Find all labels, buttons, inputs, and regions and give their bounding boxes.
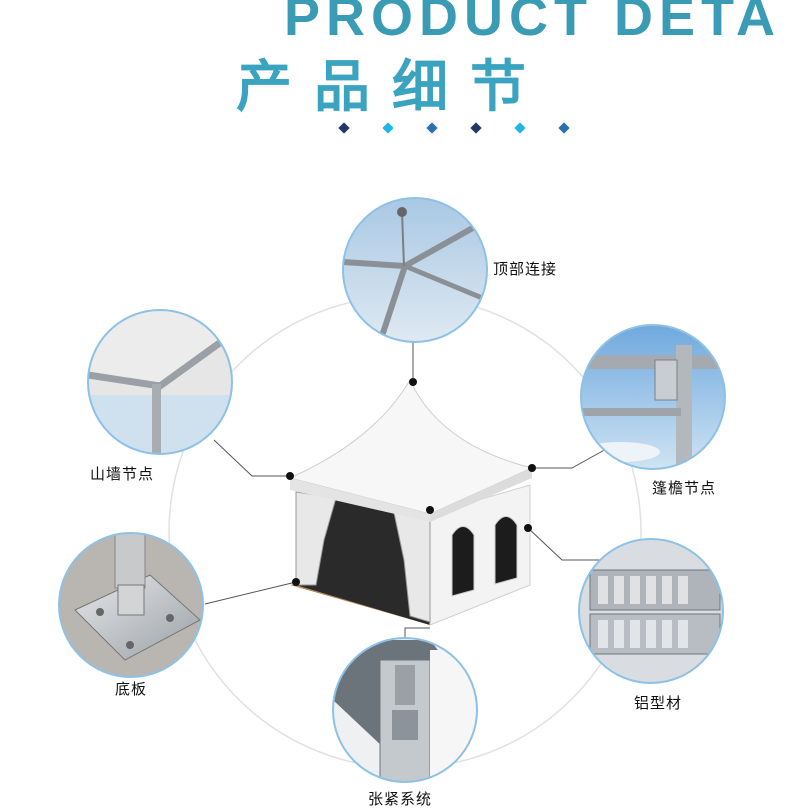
detail-circle-aluminum bbox=[578, 538, 724, 684]
detail-circle-eave bbox=[580, 324, 726, 470]
connector-dots bbox=[286, 378, 536, 586]
connector-lines bbox=[204, 342, 609, 638]
detail-circle-gable bbox=[87, 309, 233, 455]
label-tension-system: 张紧系统 bbox=[368, 790, 433, 808]
label-base-plate: 底板 bbox=[115, 680, 148, 698]
detail-circle-tension bbox=[332, 637, 478, 783]
label-gable-node: 山墙节点 bbox=[90, 465, 155, 483]
detail-circle-base bbox=[58, 532, 204, 678]
detail-circle-top bbox=[342, 197, 488, 343]
title-chinese: 产品细节 bbox=[236, 55, 548, 120]
title-english: PRODUCT DETA bbox=[284, 0, 781, 47]
tent-illustration bbox=[288, 378, 534, 626]
label-top-connection: 顶部连接 bbox=[493, 260, 558, 278]
label-aluminum-profile: 铝型材 bbox=[634, 694, 683, 712]
label-eave-node: 篷檐节点 bbox=[652, 479, 717, 497]
